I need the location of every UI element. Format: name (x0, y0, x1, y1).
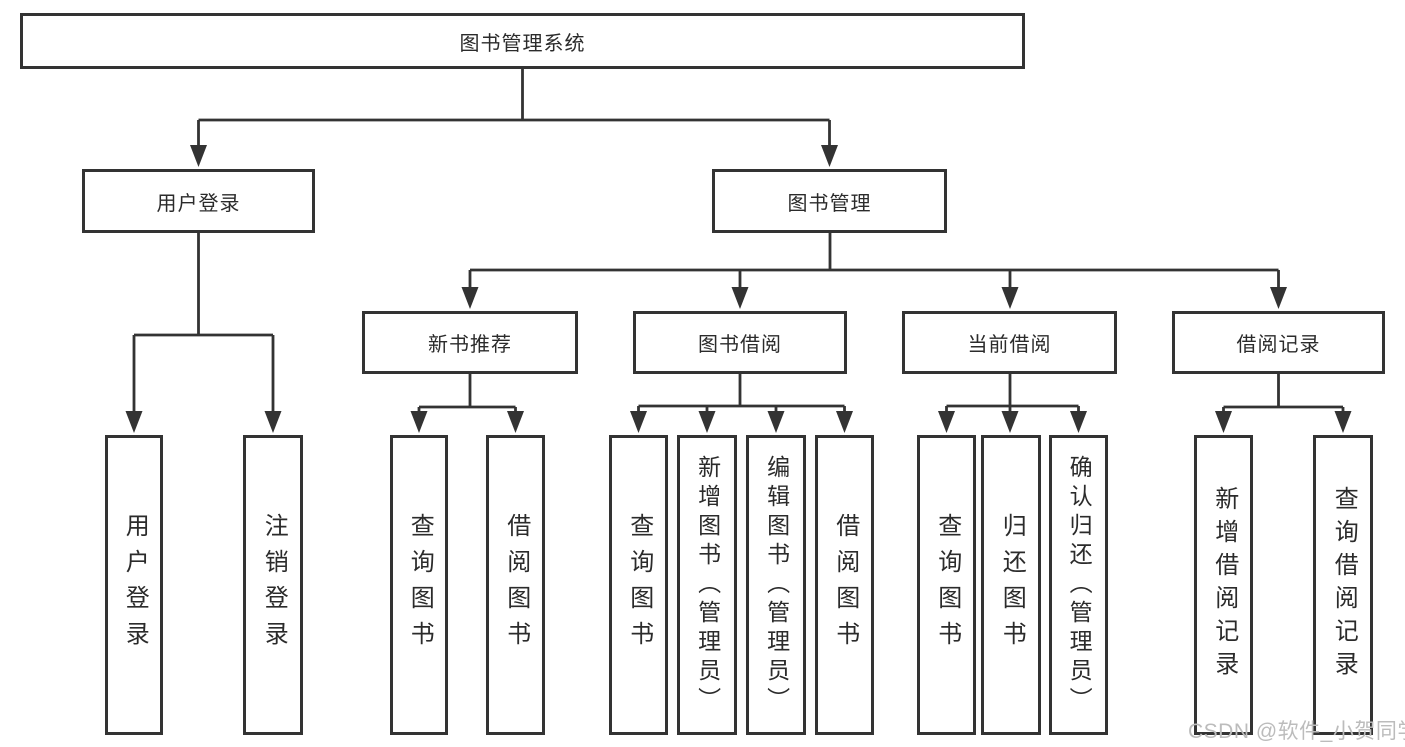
node-bb-add-books-admin-label: 新增图书（管理员） (694, 454, 721, 716)
node-new-book-recommend-label: 新书推荐 (428, 334, 512, 356)
node-cb-return-books-label: 归还图书 (998, 513, 1026, 657)
node-user-login-label: 用户登录 (121, 513, 149, 657)
node-bb-borrow-books-label: 借阅图书 (831, 513, 859, 657)
node-nb-borrow-books: 借阅图书 (486, 435, 545, 735)
node-borrow-records-label: 借阅记录 (1236, 334, 1321, 356)
node-root: 图书管理系统 (20, 13, 1025, 69)
node-br-add-record-label: 新增借阅记录 (1210, 486, 1238, 684)
node-book-management-label: 图书管理 (787, 192, 872, 215)
node-nb-query-books-label: 查询图书 (406, 513, 434, 657)
node-bb-add-books-admin: 新增图书（管理员） (677, 435, 737, 735)
node-bb-query-books-label: 查询图书 (625, 513, 653, 657)
node-logout-label: 注销登录 (260, 513, 288, 657)
node-cb-return-books: 归还图书 (981, 435, 1041, 735)
node-book-management: 图书管理 (712, 169, 947, 233)
node-br-query-record: 查询借阅记录 (1313, 435, 1373, 735)
node-bb-edit-books-admin-label: 编辑图书（管理员） (763, 454, 790, 716)
node-nb-borrow-books-label: 借阅图书 (502, 513, 530, 657)
node-br-add-record: 新增借阅记录 (1194, 435, 1253, 735)
node-root-label: 图书管理系统 (459, 32, 586, 55)
node-book-borrow-label: 图书借阅 (698, 334, 782, 356)
node-cb-query-books-label: 查询图书 (933, 513, 961, 657)
node-bb-borrow-books: 借阅图书 (815, 435, 874, 735)
arrowheads (125, 145, 1352, 433)
node-current-borrow-label: 当前借阅 (967, 334, 1052, 356)
node-bb-query-books: 查询图书 (609, 435, 668, 735)
node-book-borrow: 图书借阅 (633, 311, 847, 374)
node-current-borrow: 当前借阅 (902, 311, 1117, 374)
node-logout: 注销登录 (243, 435, 303, 735)
node-user-login-group-label: 用户登录 (156, 192, 241, 215)
node-cb-query-books: 查询图书 (917, 435, 976, 735)
node-new-book-recommend: 新书推荐 (362, 311, 578, 374)
node-user-login-group: 用户登录 (82, 169, 315, 233)
node-cb-confirm-return-admin-label: 确认归还（管理员） (1066, 454, 1093, 716)
watermark: CSDN @软件_小贺同学 (1188, 720, 1405, 743)
node-cb-confirm-return-admin: 确认归还（管理员） (1049, 435, 1108, 735)
node-br-query-record-label: 查询借阅记录 (1330, 486, 1358, 684)
node-bb-edit-books-admin: 编辑图书（管理员） (746, 435, 806, 735)
node-borrow-records: 借阅记录 (1172, 311, 1385, 374)
node-user-login: 用户登录 (105, 435, 163, 735)
node-nb-query-books: 查询图书 (390, 435, 448, 735)
